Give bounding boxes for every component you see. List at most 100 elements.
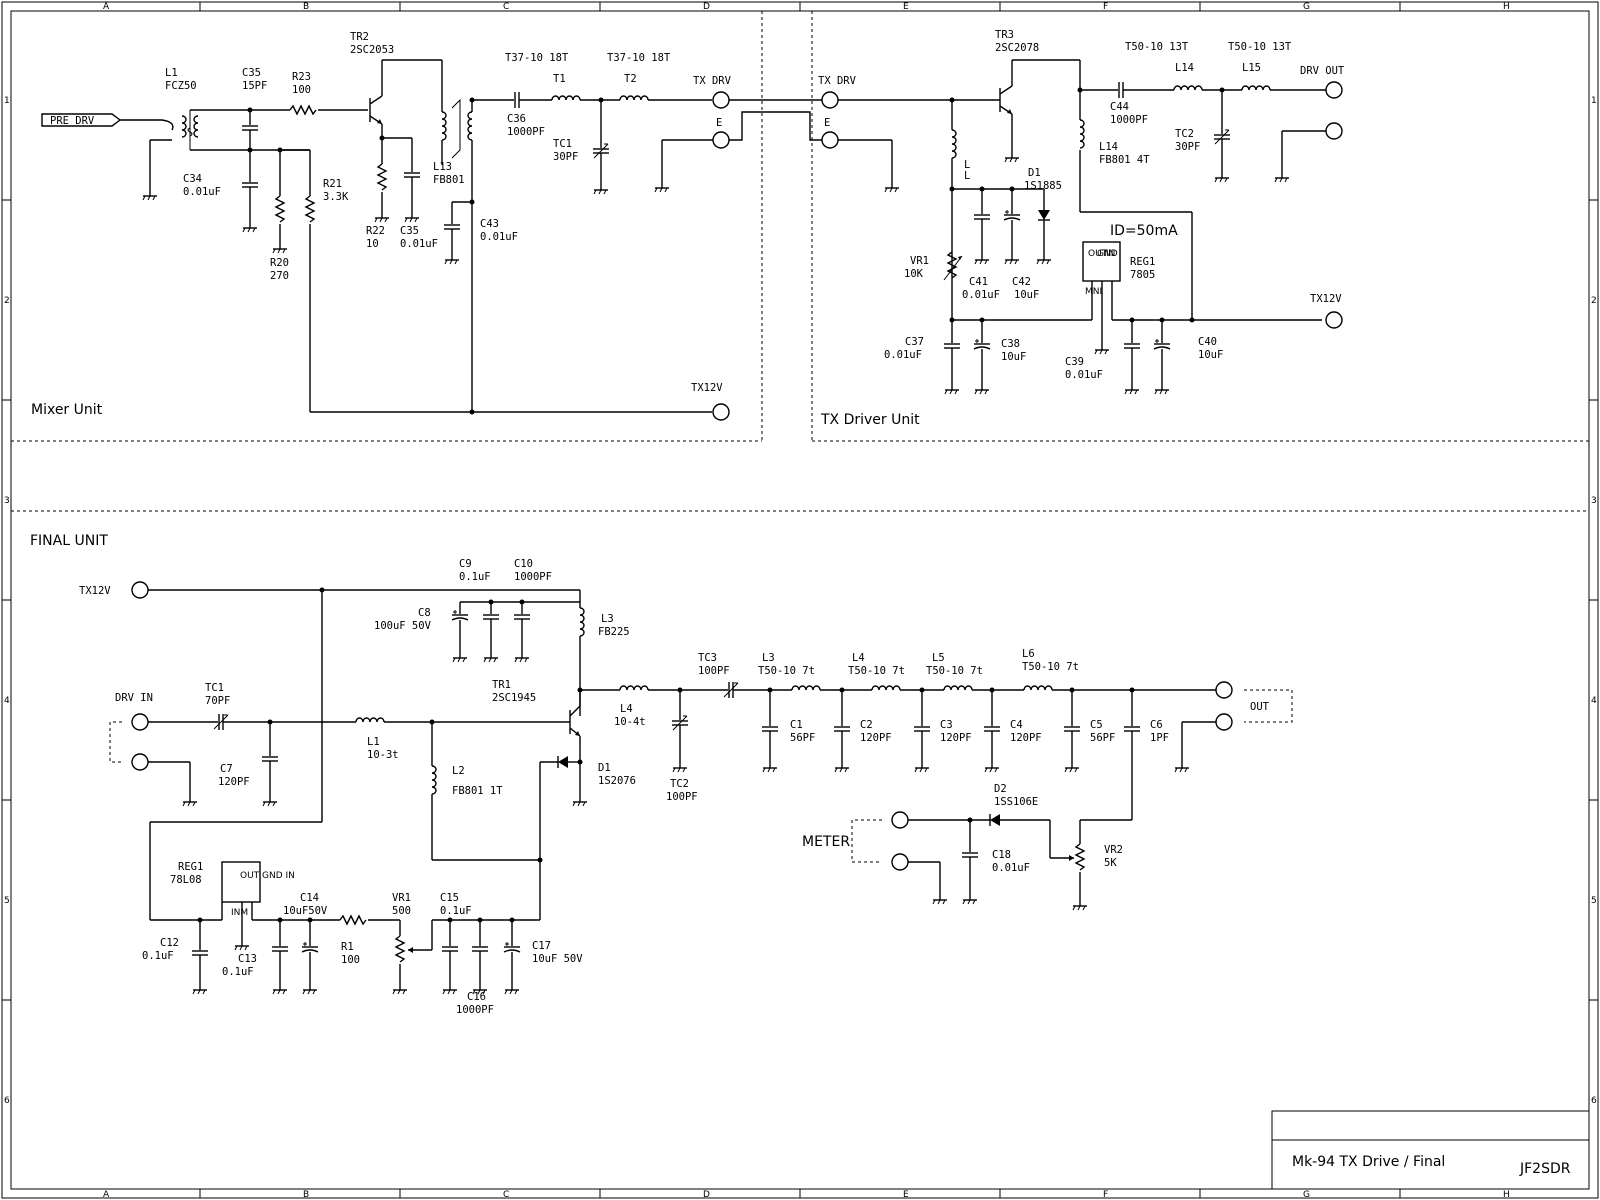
svg-text:30PF: 30PF (553, 151, 578, 163)
e-terminal-driver (821, 131, 839, 149)
svg-text:L13: L13 (433, 161, 452, 173)
driver-unit: TX DRV E TR3 2SC2078 L L (818, 29, 1345, 395)
svg-text:MNI: MNI (1085, 287, 1102, 297)
svg-text:T37-10 18T: T37-10 18T (607, 52, 671, 64)
svg-text:70PF: 70PF (205, 695, 230, 707)
svg-text:1SS106E: 1SS106E (994, 796, 1038, 808)
svg-text:L6: L6 (1022, 648, 1035, 660)
svg-text:C9: C9 (459, 558, 472, 570)
svg-text:500: 500 (392, 905, 411, 917)
svg-text:1: 1 (4, 96, 10, 106)
svg-text:TX12V: TX12V (1310, 293, 1342, 305)
svg-text:C34: C34 (183, 173, 202, 185)
svg-text:D: D (703, 2, 710, 12)
svg-text:2SC2078: 2SC2078 (995, 42, 1039, 54)
svg-text:6: 6 (4, 1096, 10, 1106)
svg-text:10-4t: 10-4t (614, 716, 646, 728)
svg-text:L4: L4 (852, 652, 865, 664)
svg-text:R20: R20 (270, 257, 289, 269)
svg-text:GND: GND (1097, 249, 1118, 259)
svg-text:FCZ50: FCZ50 (165, 80, 197, 92)
svg-text:C36: C36 (507, 113, 526, 125)
pre-drv-port (41, 113, 122, 127)
svg-text:5: 5 (4, 896, 10, 906)
svg-text:D: D (703, 1190, 710, 1200)
svg-text:C5: C5 (1090, 719, 1103, 731)
svg-text:R1: R1 (341, 941, 354, 953)
svg-text:T37-10 18T: T37-10 18T (505, 52, 569, 64)
svg-text:TR1: TR1 (492, 679, 511, 691)
svg-text:FB801: FB801 (433, 174, 465, 186)
svg-text:R21: R21 (323, 178, 342, 190)
svg-text:270: 270 (270, 270, 289, 282)
svg-text:1000PF: 1000PF (1110, 114, 1148, 126)
svg-text:100PF: 100PF (698, 665, 730, 677)
drawing-title: Mk-94 TX Drive / Final (1292, 1154, 1445, 1170)
svg-text:0.01uF: 0.01uF (183, 186, 221, 198)
tr2-transistor (369, 60, 383, 125)
svg-text:T50-10 7t: T50-10 7t (1022, 661, 1079, 673)
svg-text:10uF50V: 10uF50V (283, 905, 328, 917)
svg-text:L5: L5 (932, 652, 945, 664)
svg-text:1000PF: 1000PF (507, 126, 545, 138)
svg-text:10: 10 (366, 238, 379, 250)
svg-text:0.1uF: 0.1uF (459, 571, 491, 583)
svg-text:C17: C17 (532, 940, 551, 952)
svg-text:C1: C1 (790, 719, 803, 731)
svg-text:B: B (303, 1190, 309, 1200)
svg-text:TC2: TC2 (670, 778, 689, 790)
svg-text:L4: L4 (620, 703, 633, 715)
svg-text:0.1uF: 0.1uF (142, 950, 174, 962)
svg-text:VR2: VR2 (1104, 844, 1123, 856)
svg-text:FB801 4T: FB801 4T (1099, 154, 1150, 166)
section-boundaries (11, 11, 1589, 512)
svg-text:DRV OUT: DRV OUT (1300, 65, 1345, 77)
svg-text:1S2076: 1S2076 (598, 775, 636, 787)
tx12v-terminal-final (131, 581, 149, 599)
svg-text:56PF: 56PF (790, 732, 815, 744)
e-terminal-mixer (712, 131, 730, 149)
svg-text:TX DRV: TX DRV (818, 75, 857, 87)
svg-text:30PF: 30PF (1175, 141, 1200, 153)
svg-text:FB225: FB225 (598, 626, 630, 638)
svg-text:IN: IN (1106, 249, 1115, 259)
svg-text:5K: 5K (1104, 857, 1117, 869)
id-current-note: ID=50mA (1110, 223, 1178, 239)
svg-text:0.1uF: 0.1uF (440, 905, 472, 917)
svg-text:L1: L1 (367, 736, 380, 748)
svg-text:C3: C3 (940, 719, 953, 731)
title-block: Mk-94 TX Drive / Final JF2SDR (1271, 1110, 1590, 1190)
svg-text:L2: L2 (452, 765, 465, 777)
svg-text:TC1: TC1 (205, 682, 224, 694)
svg-text:0.1uF: 0.1uF (222, 966, 254, 978)
svg-text:L15: L15 (1242, 62, 1261, 74)
svg-text:L3: L3 (762, 652, 775, 664)
svg-text:100uF 50V: 100uF 50V (374, 620, 432, 632)
svg-text:TC2: TC2 (1175, 128, 1194, 140)
svg-text:C16: C16 (467, 991, 486, 1003)
grid-row-labels: 12 34 56 12 34 56 (4, 96, 1597, 1106)
svg-text:G: G (1303, 1190, 1310, 1200)
section-title-mixer: Mixer Unit (31, 402, 103, 418)
tx12v-terminal-mixer (712, 403, 730, 421)
svg-text:T50-10 13T: T50-10 13T (1228, 41, 1292, 53)
svg-text:R23: R23 (292, 71, 311, 83)
svg-text:120PF: 120PF (1010, 732, 1042, 744)
svg-text:0.01uF: 0.01uF (992, 862, 1030, 874)
drawing-author: JF2SDR (1519, 1161, 1571, 1177)
svg-text:C41: C41 (969, 276, 988, 288)
svg-text:C10: C10 (514, 558, 533, 570)
svg-text:OUT: OUT (1088, 249, 1108, 259)
svg-text:REG1: REG1 (1130, 256, 1155, 268)
svg-text:120PF: 120PF (218, 776, 250, 788)
svg-text:120PF: 120PF (940, 732, 972, 744)
svg-text:C15: C15 (440, 892, 459, 904)
svg-text:C: C (503, 1190, 509, 1200)
svg-text:C42: C42 (1012, 276, 1031, 288)
svg-text:L: L (964, 170, 970, 182)
svg-text:120PF: 120PF (860, 732, 892, 744)
svg-text:G: G (1303, 2, 1310, 12)
svg-text:A: A (103, 2, 110, 12)
